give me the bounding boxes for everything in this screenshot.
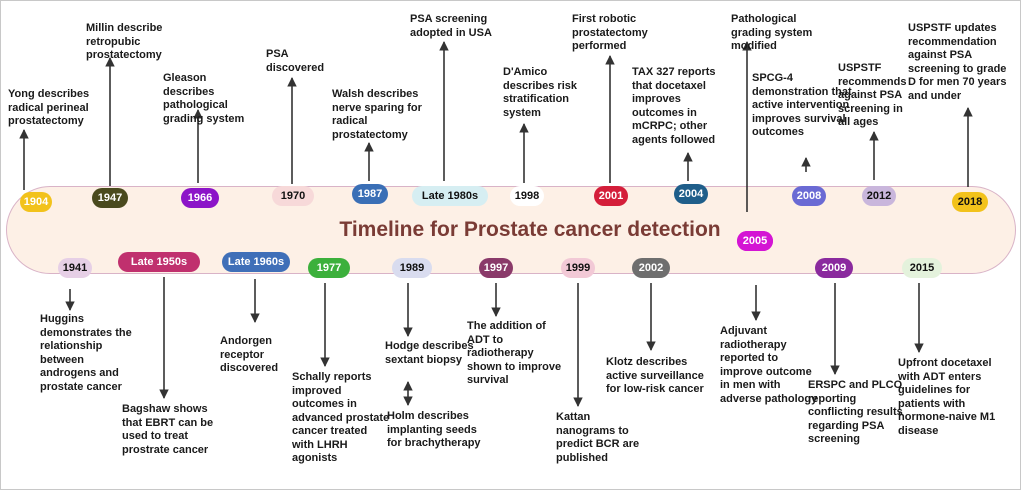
event-description: Millin describe retropubic prostatectomy xyxy=(86,22,163,61)
event-description: Schally reports improved outcomes in adv… xyxy=(292,371,390,464)
event-description: First robotic prostatectomy performed xyxy=(572,13,648,52)
year-badge: 1999 xyxy=(561,258,595,278)
event-description: PSA discovered xyxy=(266,48,325,74)
year-badge: 2018 xyxy=(952,192,988,212)
year-badge: Late 1960s xyxy=(222,252,290,272)
event-description: Huggins demonstrates the relationship be… xyxy=(40,313,132,393)
event-description: SPCG-4 demonstration that active interve… xyxy=(752,72,852,138)
event-description: Gleason describes pathological grading s… xyxy=(163,72,245,125)
event-description: Holm describes implanting seeds for brac… xyxy=(387,410,481,449)
diagram-title: Timeline for Prostate cancer detection xyxy=(339,218,721,241)
event-description: USPSTF updates recommendation against PS… xyxy=(908,22,1007,102)
year-badge: 1904 xyxy=(20,192,52,212)
event-description: D'Amico describes risk stratification sy… xyxy=(503,66,577,119)
event-description: Pathological grading system modified xyxy=(731,13,813,52)
year-badge: 2002 xyxy=(632,258,670,278)
year-badge: 2008 xyxy=(792,186,826,206)
year-badge: 2015 xyxy=(902,258,942,278)
event-description: Andorgen receptor discovered xyxy=(220,335,279,374)
year-badge: 2012 xyxy=(862,186,896,206)
event-description: Upfront docetaxel with ADT enters guidel… xyxy=(898,357,996,437)
event-description: Adjuvant radiotherapy reported to improv… xyxy=(720,325,818,405)
year-badge: 2001 xyxy=(594,186,628,206)
year-badge: 2005 xyxy=(737,231,773,251)
event-description: Hodge describes sextant biopsy xyxy=(385,340,474,366)
year-badge: 1966 xyxy=(181,188,219,208)
year-badge: 1989 xyxy=(392,258,432,278)
year-badge: 1947 xyxy=(92,188,128,208)
year-badge: Late 1950s xyxy=(118,252,200,272)
year-badge: 1970 xyxy=(272,186,314,206)
year-badge: 1997 xyxy=(479,258,513,278)
year-badge: 1977 xyxy=(308,258,350,278)
event-description: TAX 327 reports that docetaxel improves … xyxy=(632,66,716,146)
event-description: Walsh describes nerve sparing for radica… xyxy=(332,88,422,141)
year-badge: 2004 xyxy=(674,184,708,204)
event-description: Yong describes radical perineal prostate… xyxy=(8,88,90,127)
event-description: Klotz describes active surveillance for … xyxy=(606,356,704,395)
year-badge: 1987 xyxy=(352,184,388,204)
event-description: ERSPC and PLCO reporting conflicting res… xyxy=(808,379,903,445)
year-badge: 2009 xyxy=(815,258,853,278)
event-description: PSA screening adopted in USA xyxy=(410,13,492,39)
event-description: Bagshaw shows that EBRT can be used to t… xyxy=(122,403,214,456)
event-description: The addition of ADT to radiotherapy show… xyxy=(467,320,562,386)
event-description: USPSTF recommends against PSA screening … xyxy=(838,62,907,128)
year-badge: 1941 xyxy=(58,258,92,278)
year-badge: Late 1980s xyxy=(412,186,488,206)
year-badge: 1998 xyxy=(510,186,544,206)
event-description: Kattan nanograms to predict BCR are publ… xyxy=(556,411,640,464)
